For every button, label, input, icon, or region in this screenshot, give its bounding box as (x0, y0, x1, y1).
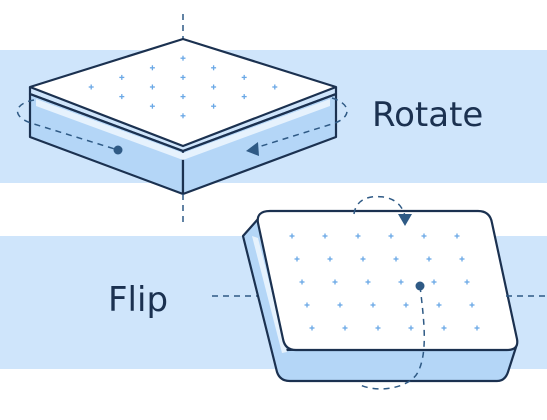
rotate-mattress-rim (28, 87, 338, 153)
quilting-mark (403, 302, 409, 308)
quilting-mark (436, 302, 442, 308)
quilting-mark (398, 279, 404, 285)
quilting-mark (360, 256, 366, 262)
rotate-arrow-left-loop (16, 99, 119, 151)
rotate-mattress-left-stripe (36, 99, 183, 160)
flip-mattress (212, 195, 547, 390)
quilting-mark (289, 233, 295, 239)
quilting-mark (332, 279, 338, 285)
rotate-quilting-marks (88, 55, 278, 119)
quilting-mark (211, 84, 217, 90)
flip-mattress-top (256, 209, 519, 352)
quilting-mark (342, 325, 348, 331)
quilting-mark (180, 94, 186, 100)
quilting-mark (365, 279, 371, 285)
quilting-mark (454, 233, 460, 239)
quilting-mark (241, 94, 247, 100)
rotate-mattress-top (28, 37, 338, 148)
quilting-mark (431, 279, 437, 285)
quilting-mark (309, 325, 315, 331)
rotate-arrow-right-loop (254, 97, 348, 149)
quilting-mark (393, 256, 399, 262)
rotate-mattress-right-stripe (183, 99, 330, 160)
flip-arrow-head-icon (398, 214, 412, 226)
quilting-mark (327, 256, 333, 262)
flip-label: Flip (108, 280, 169, 320)
quilting-mark (119, 94, 125, 100)
quilting-mark (241, 74, 247, 80)
quilting-mark (149, 103, 155, 109)
quilting-mark (294, 256, 300, 262)
quilting-mark (180, 55, 186, 61)
quilting-mark (459, 256, 465, 262)
quilting-mark (355, 233, 361, 239)
flip-quilting-marks (289, 233, 480, 331)
quilting-mark (211, 103, 217, 109)
quilting-mark (464, 279, 470, 285)
quilting-mark (180, 113, 186, 119)
quilting-mark (469, 302, 475, 308)
quilting-mark (421, 233, 427, 239)
quilting-mark (426, 256, 432, 262)
quilting-mark (272, 84, 278, 90)
quilting-mark (149, 65, 155, 71)
quilting-mark (337, 302, 343, 308)
quilting-mark (408, 325, 414, 331)
quilting-mark (119, 74, 125, 80)
quilting-mark (149, 84, 155, 90)
rotate-mattress (16, 14, 348, 222)
flip-arrow-top-loop (353, 195, 406, 217)
rotate-pivot-dot-icon (113, 145, 123, 155)
quilting-mark (375, 325, 381, 331)
quilting-mark (304, 302, 310, 308)
flip-mattress-side-stripe (252, 236, 287, 353)
quilting-mark (370, 302, 376, 308)
quilting-mark (474, 325, 480, 331)
quilting-mark (211, 65, 217, 71)
flip-pivot-dot-icon (415, 281, 425, 291)
rotate-arrow-head-icon (246, 142, 259, 156)
quilting-mark (180, 74, 186, 80)
quilting-mark (441, 325, 447, 331)
quilting-mark (388, 233, 394, 239)
quilting-mark (88, 84, 94, 90)
rotate-label: Rotate (372, 95, 484, 135)
quilting-mark (322, 233, 328, 239)
quilting-mark (299, 279, 305, 285)
